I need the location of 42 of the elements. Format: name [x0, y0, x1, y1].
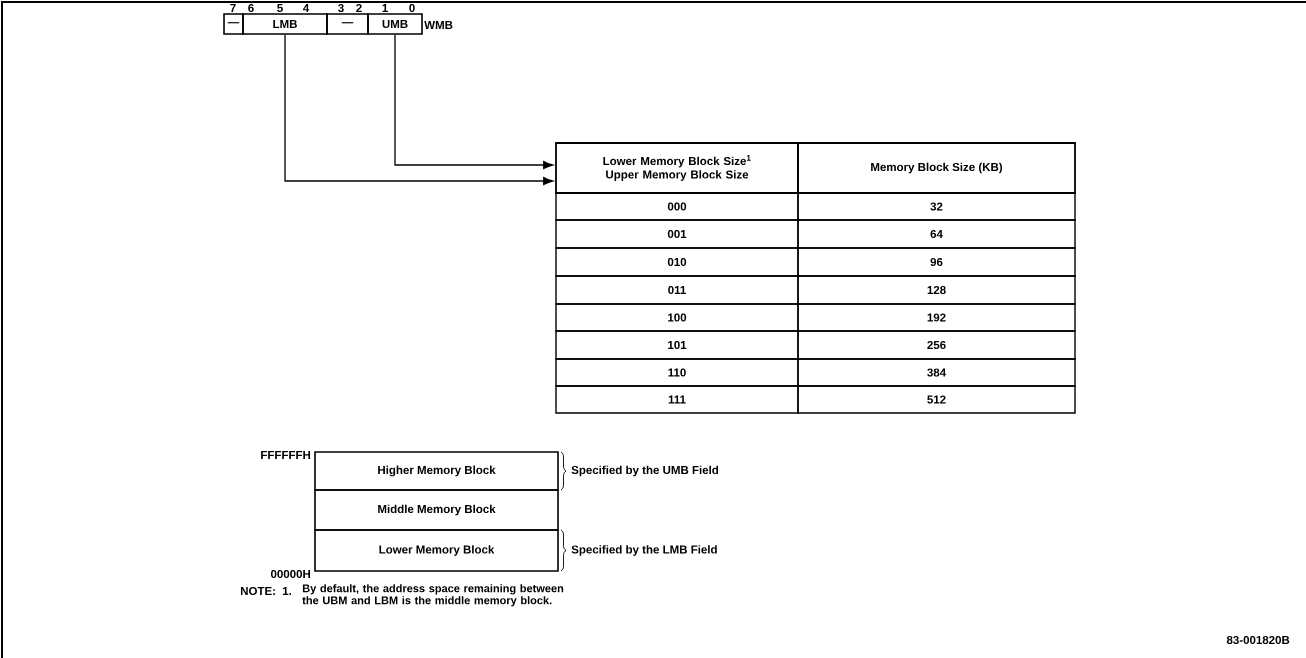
note-number: 1. — [282, 587, 291, 595]
bit-number: 3 — [338, 3, 344, 13]
table-cell: 000 — [555, 192, 799, 221]
bit-number: 4 — [303, 4, 310, 12]
table-cell: 110 — [555, 358, 799, 387]
address-label: FFFFFFH — [261, 451, 311, 459]
table-cell: 32 — [797, 192, 1076, 221]
memory-block: Middle Memory Block — [314, 489, 559, 531]
figure-code: 83-001820B — [1226, 635, 1290, 645]
bit-number: 2 — [356, 4, 362, 12]
bit-number: 6 — [248, 3, 254, 13]
arrow — [394, 34, 554, 169]
note-label: NOTE: — [241, 586, 275, 596]
memory-block: Higher Memory Block — [314, 451, 559, 491]
memory-block: Lower Memory Block — [314, 529, 559, 572]
table-cell: 96 — [797, 247, 1076, 277]
brace-note: Specified by the LMB Field — [571, 545, 717, 556]
brace-note: Specified by the UMB Field — [571, 465, 719, 477]
bit-number: 5 — [277, 4, 283, 12]
table-header-cell: Memory Block Size (KB) — [797, 142, 1076, 194]
table-cell: 111 — [555, 385, 799, 414]
table-cell: 384 — [797, 358, 1076, 387]
table-cell: 011 — [555, 275, 799, 305]
register-field: UMB — [367, 13, 423, 35]
register-field: — — [223, 13, 244, 35]
table-cell: 001 — [555, 219, 799, 249]
table-cell: 100 — [555, 303, 799, 332]
register-field: — — [326, 13, 369, 35]
table-header-cell: Lower Memory Block Size$^{1}$ Upper Memory Block Size — [555, 142, 799, 194]
bit-number: 7 — [230, 4, 236, 12]
table-cell: 192 — [797, 303, 1076, 332]
table-cell: 128 — [797, 275, 1076, 305]
table-cell: 64 — [797, 219, 1076, 249]
arrow — [284, 34, 554, 185]
table-cell: 256 — [797, 330, 1076, 360]
register-field: LMB — [242, 13, 328, 35]
bit-number: 1 — [382, 4, 388, 12]
note-text: By default, the address space remaining between the UBM and LBM is the middle memory block. — [302, 584, 564, 607]
table-cell: 512 — [797, 385, 1076, 414]
table-cell: 101 — [555, 330, 799, 360]
table-cell: 010 — [555, 247, 799, 277]
address-label: 00000H — [271, 569, 311, 579]
